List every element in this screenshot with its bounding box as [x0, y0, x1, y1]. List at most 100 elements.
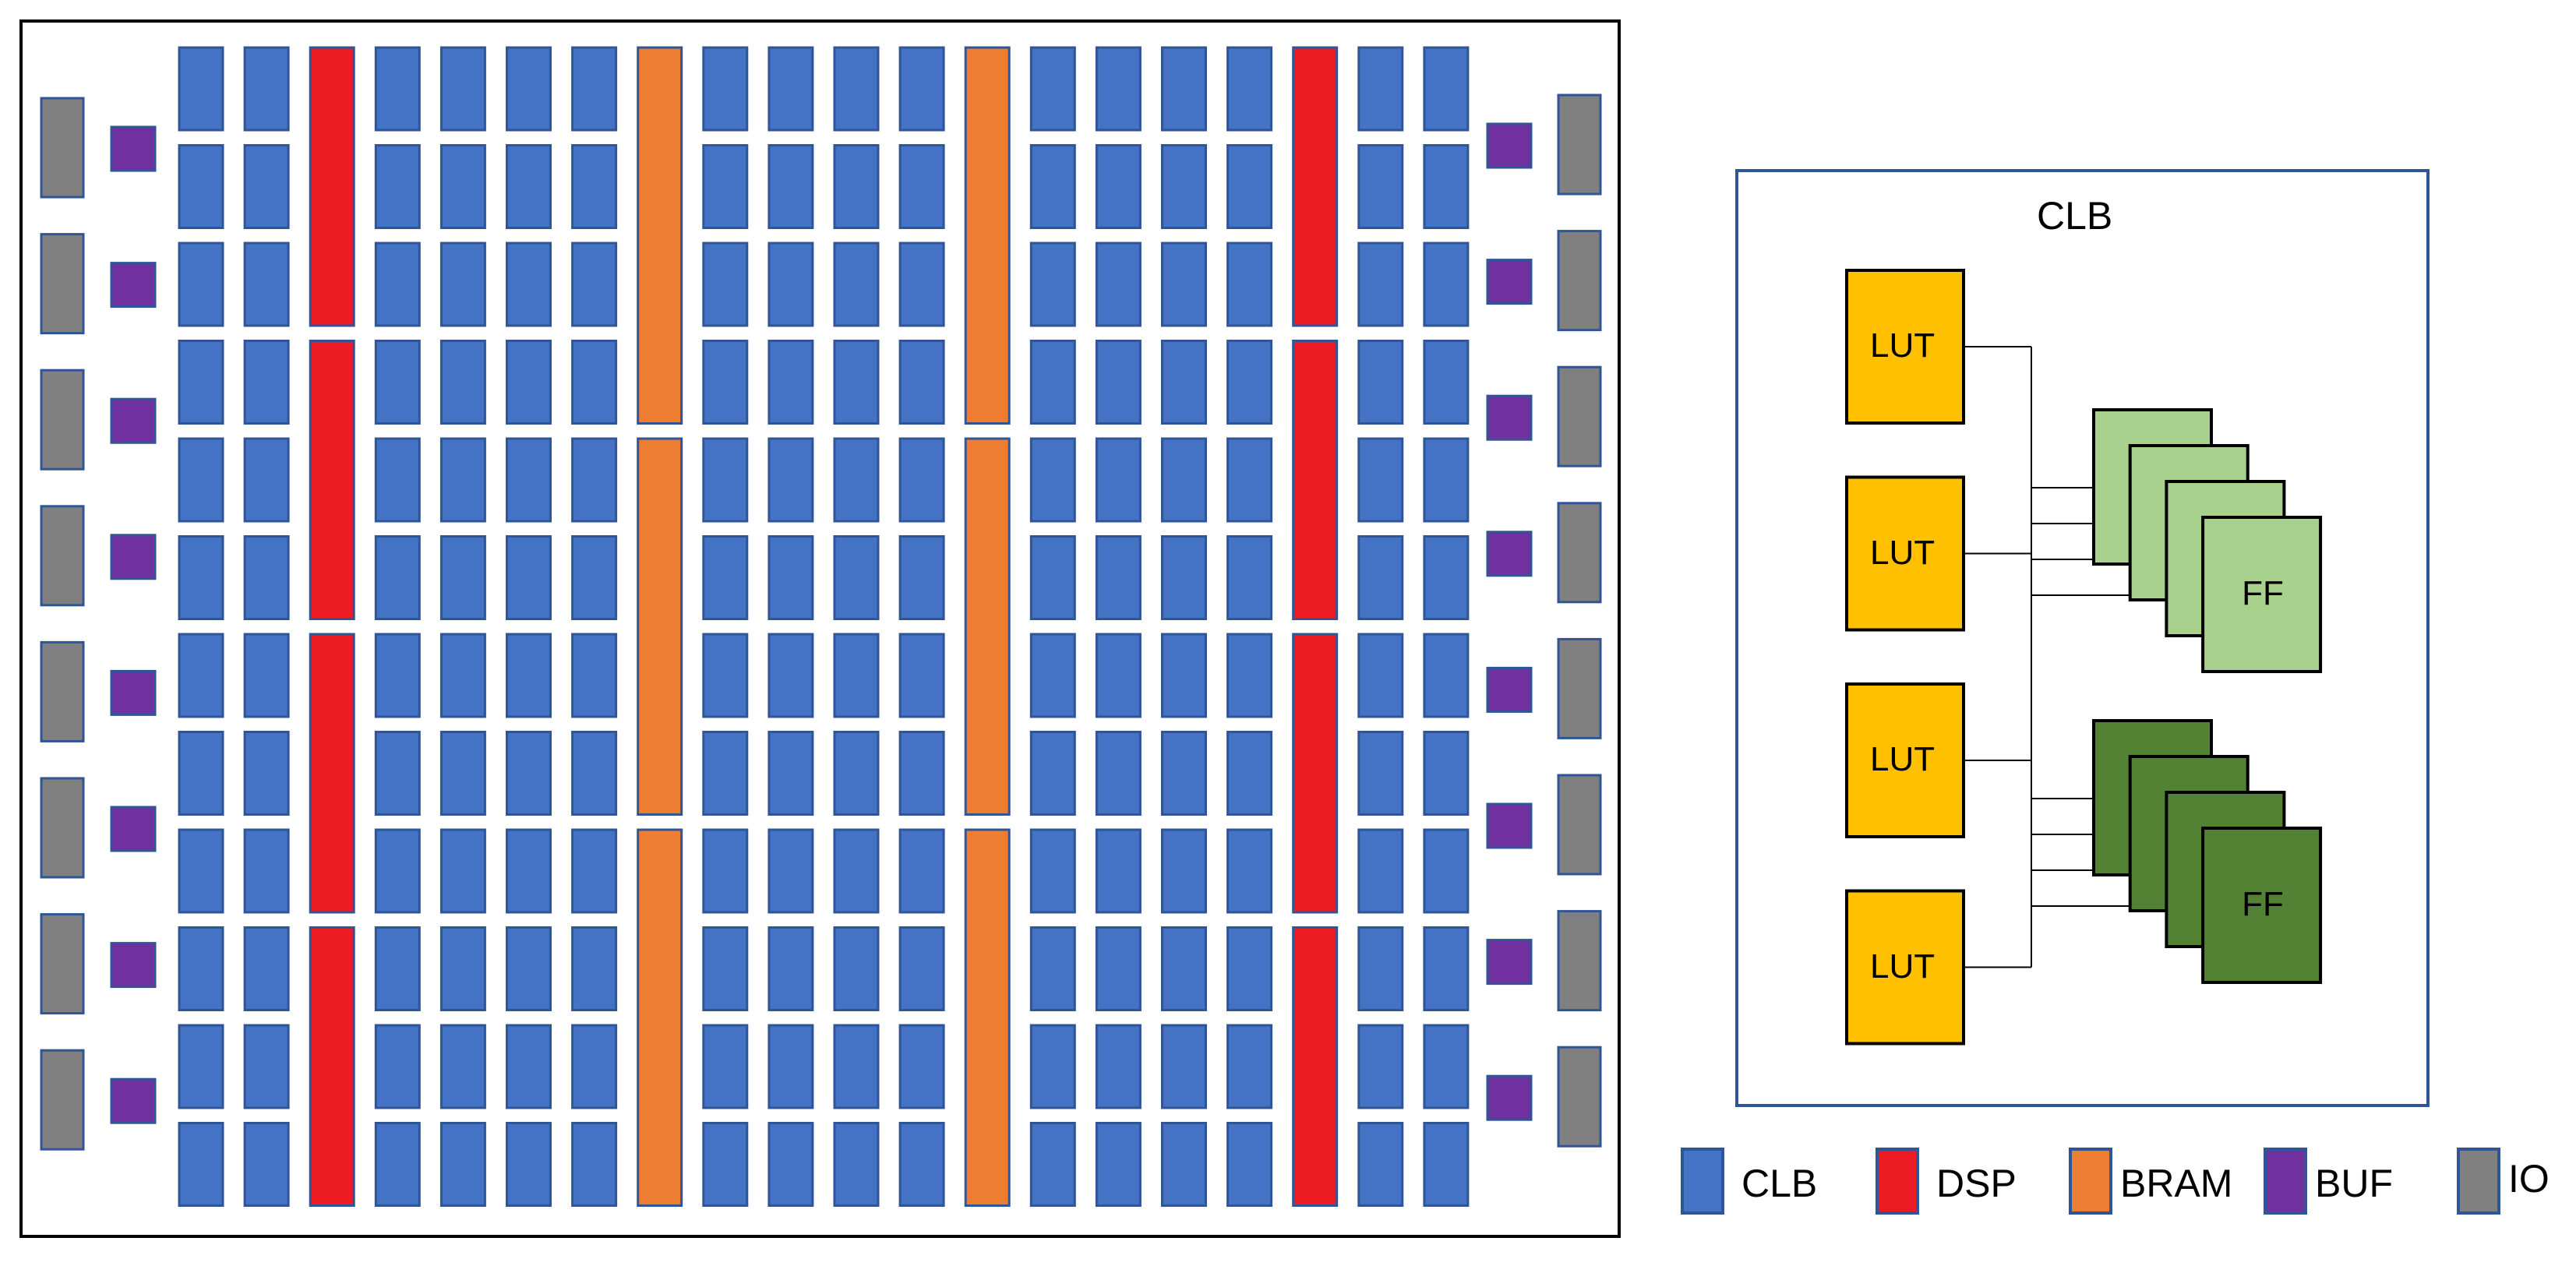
clb-block: [1095, 828, 1142, 914]
clb-block: [833, 1122, 880, 1207]
clb-luts: [1845, 269, 1965, 1046]
clb-block: [1161, 731, 1207, 816]
io-pad-left: [40, 913, 85, 1015]
clb-block: [1226, 1122, 1273, 1207]
clb-block: [833, 242, 880, 327]
clb-block: [178, 144, 224, 229]
ff-label: FF: [2242, 574, 2284, 612]
clb-block: [898, 926, 945, 1011]
clb-block: [898, 144, 945, 229]
clb-block: [506, 1122, 552, 1207]
io-pad-right: [1557, 637, 1602, 739]
clb-block: [1095, 242, 1142, 327]
legend-swatch-bram: [2069, 1148, 2112, 1215]
clb-block: [1226, 242, 1273, 327]
clb-block: [1357, 926, 1404, 1011]
clb-block: [898, 437, 945, 523]
buf-pad-right: [1486, 531, 1533, 577]
clb-block: [1029, 926, 1076, 1011]
bram-block: [964, 437, 1011, 816]
clb-block: [702, 633, 749, 718]
io-pad-right: [1557, 774, 1602, 876]
clb-block: [1226, 926, 1273, 1011]
dsp-block: [309, 633, 355, 914]
dsp-block: [1292, 46, 1339, 327]
clb-block: [1423, 926, 1470, 1011]
clb-block: [833, 731, 880, 816]
clb-block: [178, 242, 224, 327]
clb-block: [243, 731, 290, 816]
clb-block: [1029, 1024, 1076, 1109]
clb-block: [1423, 242, 1470, 327]
bram-block: [964, 828, 1011, 1207]
clb-block: [1357, 340, 1404, 425]
clb-block: [506, 340, 552, 425]
clb-block: [768, 633, 814, 718]
clb-block: [374, 437, 421, 523]
buf-pad-right: [1486, 259, 1533, 305]
clb-block: [702, 46, 749, 132]
io-pad-left: [40, 233, 85, 335]
clb-block: [243, 340, 290, 425]
clb-block: [1161, 828, 1207, 914]
clb-block: [768, 731, 814, 816]
clb-block: [1357, 242, 1404, 327]
clb-block: [1095, 535, 1142, 620]
clb-block: [243, 46, 290, 132]
clb-block: [178, 535, 224, 620]
clb-block: [243, 535, 290, 620]
buf-pad-right: [1486, 666, 1533, 713]
clb-block: [1029, 633, 1076, 718]
clb-block: [898, 1024, 945, 1109]
clb-block: [1226, 828, 1273, 914]
fabric-blocks: [178, 46, 1470, 1207]
clb-block: [243, 1122, 290, 1207]
ff-block: [2201, 516, 2323, 673]
clb-block: [571, 1122, 618, 1207]
legend-swatch-buf: [2264, 1148, 2307, 1215]
dsp-block: [1292, 633, 1339, 914]
clb-ffs: [2092, 408, 2323, 984]
clb-block: [571, 1024, 618, 1109]
clb-block: [702, 437, 749, 523]
buf-pads: [110, 122, 1533, 1124]
clb-block: [1226, 46, 1273, 132]
lut-block: [1845, 889, 1965, 1046]
clb-block: [702, 828, 749, 914]
legend-label-io: IO: [2508, 1157, 2550, 1201]
dsp-block: [309, 46, 355, 327]
clb-block: [374, 926, 421, 1011]
buf-pad-right: [1486, 802, 1533, 849]
lut-block: [1845, 269, 1965, 425]
buf-pad-left: [110, 942, 157, 989]
io-pad-right: [1557, 365, 1602, 467]
clb-block: [898, 828, 945, 914]
clb-block: [1423, 144, 1470, 229]
clb-block: [768, 46, 814, 132]
clb-block: [702, 926, 749, 1011]
lut-label: LUT: [1870, 533, 1936, 572]
clb-block: [571, 633, 618, 718]
clb-block: [243, 242, 290, 327]
clb-block: [768, 535, 814, 620]
ff-block: [2201, 827, 2323, 984]
clb-block: [243, 437, 290, 523]
clb-block: [506, 633, 552, 718]
clb-block: [506, 926, 552, 1011]
clb-block: [1095, 633, 1142, 718]
io-pad-right: [1557, 502, 1602, 604]
clb-block: [439, 144, 486, 229]
clb-block: [1226, 731, 1273, 816]
clb-block: [1423, 437, 1470, 523]
clb-block: [571, 340, 618, 425]
clb-block: [374, 1122, 421, 1207]
buf-pad-left: [110, 669, 157, 716]
clb-block: [1095, 731, 1142, 816]
clb-block: [1161, 535, 1207, 620]
clb-block: [1029, 46, 1076, 132]
bram-block: [637, 828, 683, 1207]
buf-pad-right: [1486, 1074, 1533, 1121]
clb-block: [1161, 633, 1207, 718]
clb-block: [1095, 1024, 1142, 1109]
